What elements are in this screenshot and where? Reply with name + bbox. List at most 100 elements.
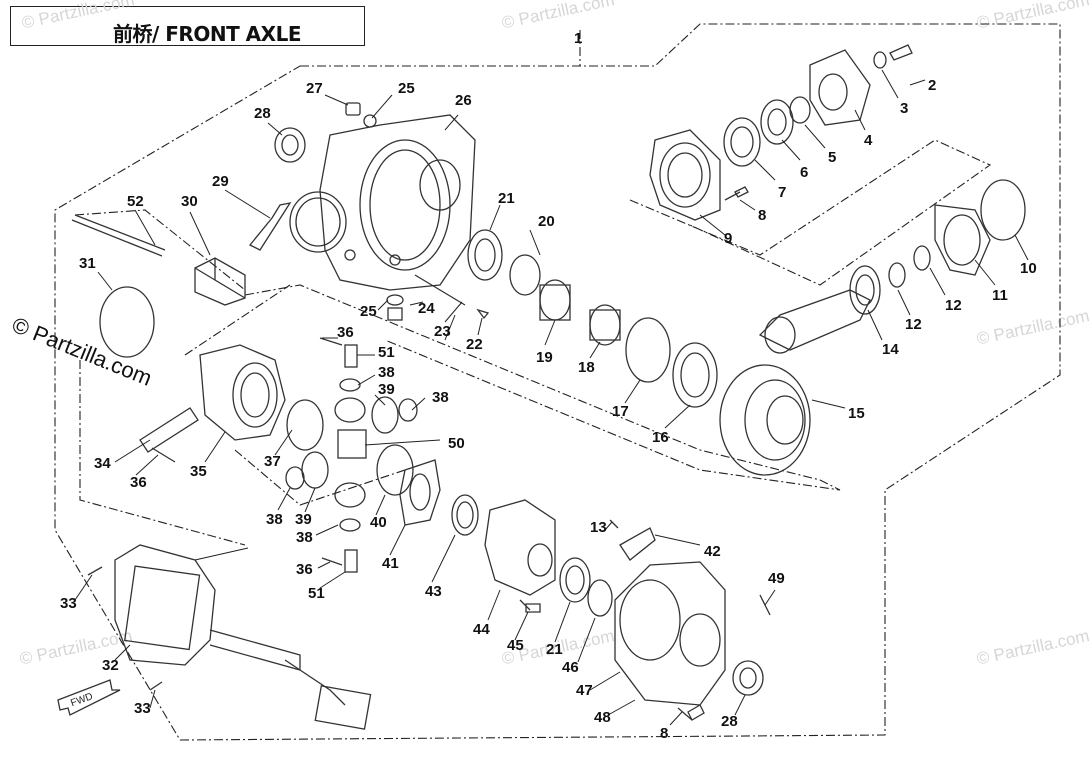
callout-label: 20 [538,213,555,230]
callout-label: 25 [360,303,377,320]
callout-label: 15 [848,405,865,422]
shaft [344,344,358,368]
bearing [723,117,761,167]
callout-label: 33 [60,595,77,612]
ring-gear [719,364,811,476]
shim [888,262,906,288]
gasket [248,191,347,253]
callout-label: 50 [448,435,465,452]
callout-label: 17 [612,403,629,420]
callout-label: 45 [507,637,524,654]
pin [151,447,176,463]
circlip [509,254,541,296]
callout-label: 44 [473,621,490,638]
callout-label: 29 [212,173,229,190]
pin [321,557,343,566]
callout-label: 51 [378,344,395,361]
bolt [87,566,103,576]
bearing-housing [649,129,721,221]
callout-label: 24 [418,300,435,317]
shaft-pin [414,274,466,306]
callout-label: 36 [130,474,147,491]
callout-label: 52 [127,193,144,210]
callout-label: 51 [308,585,325,602]
seal [760,99,794,145]
callout-label: 42 [704,543,721,560]
callout-label: 37 [264,453,281,470]
thrust-washer [339,378,361,392]
washer [873,51,887,69]
callout-label: 43 [425,583,442,600]
callout-label: 6 [800,164,808,181]
sensor [194,257,246,306]
callout-label: 22 [466,336,483,353]
spider [337,429,367,459]
thrust-washer [339,518,361,532]
callout-label: 16 [652,429,669,446]
o-ring [587,579,613,617]
bearing [559,557,591,603]
thrust-washer [398,398,418,422]
callout-label: 14 [882,341,899,358]
callout-label: 38 [378,364,395,381]
callout-label: 12 [905,316,922,333]
oil-seal [274,127,306,163]
pinion-gear [301,396,399,508]
callout-label: 35 [190,463,207,480]
washer [386,294,404,306]
bearing [849,265,881,315]
actuator [114,544,372,730]
callout-label: 21 [498,190,515,207]
callout-label: 26 [455,92,472,109]
callout-label: 39 [378,381,395,398]
differential-case [199,344,286,441]
bolt [889,44,913,61]
callout-label: 1 [574,30,582,47]
bolt [677,704,705,721]
callout-label: 5 [828,149,836,166]
callout-label: 39 [295,511,312,528]
callout-label: 21 [546,641,563,658]
callout-label: 41 [382,555,399,572]
o-ring [99,286,155,358]
bracket [619,527,656,561]
callout-label: 23 [434,323,451,340]
shaft [344,549,358,573]
callout-label: 13 [590,519,607,536]
housing-cover [614,561,726,706]
pin [319,337,343,346]
callout-label: 40 [370,514,387,531]
callout-label: 48 [594,709,611,726]
breather [345,102,377,128]
shim [451,494,479,536]
o-ring [789,96,811,124]
pin [71,214,166,257]
callout-label: 32 [102,657,119,674]
callout-label: 38 [266,511,283,528]
title-box: 前桥/ FRONT AXLE [10,6,365,46]
callout-label: 25 [398,80,415,97]
callout-label: 47 [576,682,593,699]
callout-label: 30 [181,193,198,210]
bolt [519,599,541,613]
leader-lines [74,69,1029,726]
callout-label: 31 [79,255,96,272]
callout-label: 8 [758,207,766,224]
side-gear [286,399,414,496]
callout-label: 4 [864,132,873,149]
callout-label: 28 [254,105,271,122]
callout-label: 2 [928,77,936,94]
callout-labels: 1 2 3 4 5 6 7 8 9 10 11 12 12 14 15 16 1… [60,30,1037,742]
callout-label: 8 [660,725,668,742]
callout-label: 11 [992,287,1008,304]
assembly-boundary [54,23,1061,741]
spline-gear [539,279,621,346]
callout-label: 34 [94,455,111,472]
callout-label: 49 [768,570,785,587]
callout-label: 38 [432,389,449,406]
thrust-washer [285,466,305,490]
screw [609,519,619,529]
main-housing [319,114,476,291]
screw [476,308,490,320]
callout-label: 7 [778,184,786,201]
